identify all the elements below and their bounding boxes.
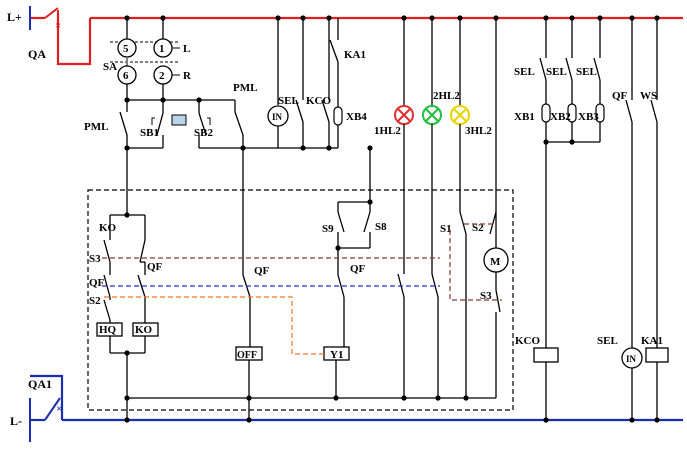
qa1-label: QA1 bbox=[28, 377, 52, 391]
lamp-contacts bbox=[397, 211, 509, 398]
junction-dots bbox=[124, 15, 660, 423]
qf-ko-label: QF bbox=[147, 261, 163, 273]
ka1-coil-label: KA1 bbox=[641, 335, 663, 347]
qa-label: QA bbox=[28, 47, 46, 61]
s2-left-label: S2 bbox=[89, 295, 101, 307]
breaker-enclosure bbox=[87, 189, 514, 411]
mechanical-links bbox=[102, 223, 502, 355]
s3-right-label: S3 bbox=[480, 290, 492, 302]
off-branch bbox=[235, 165, 263, 398]
hq-coil-label: HQ bbox=[99, 324, 117, 336]
s1-label: S1 bbox=[440, 223, 452, 235]
l-minus-label: L- bbox=[10, 414, 22, 428]
xb3-label: XB3 bbox=[578, 111, 599, 123]
positive-bus: × bbox=[29, 6, 683, 66]
xb4-label: XB4 bbox=[346, 111, 367, 123]
sa-contact-6: 6 bbox=[123, 70, 129, 82]
top-mid-branches bbox=[267, 18, 343, 149]
negative-bus: × bbox=[29, 374, 683, 442]
s2-right-label: S2 bbox=[472, 222, 484, 234]
svg-text:×: × bbox=[55, 20, 61, 32]
svg-text:×: × bbox=[56, 403, 62, 415]
qf-left-label: QF bbox=[89, 277, 105, 289]
sa-contact-2: 2 bbox=[159, 70, 165, 82]
sa-contact-1: 1 bbox=[159, 43, 165, 55]
ko-label: KO bbox=[99, 222, 117, 234]
sb2-label: SB2 bbox=[194, 127, 213, 139]
l-plus-label: L+ bbox=[7, 10, 22, 24]
s3-left-label: S3 bbox=[89, 253, 101, 265]
lamp1-label: 1HL2 bbox=[374, 125, 401, 137]
sa-label: SA bbox=[103, 61, 117, 73]
sa-pos-r: R bbox=[183, 70, 192, 82]
sa-switch bbox=[110, 18, 180, 100]
sb1-label: SB1 bbox=[140, 127, 159, 139]
sa-pos-l: L bbox=[183, 43, 190, 55]
lamps bbox=[394, 18, 497, 274]
ko-coil-label: KO bbox=[135, 324, 153, 336]
xb1-label: XB1 bbox=[514, 111, 535, 123]
xb2-label: XB2 bbox=[550, 111, 571, 123]
s8-label: S8 bbox=[375, 221, 387, 233]
qf-mid-label: QF bbox=[254, 265, 270, 277]
y1-coil-label: Y1 bbox=[330, 349, 343, 361]
lamp3-label: 3HL2 bbox=[465, 125, 492, 137]
pml-right-label: PML bbox=[233, 82, 257, 94]
ws-label: WS bbox=[640, 90, 657, 102]
lamp-green-icon bbox=[422, 105, 442, 125]
s9-label: S9 bbox=[322, 223, 334, 235]
sel-label: SEL bbox=[278, 95, 299, 107]
kco-label: KCO bbox=[306, 95, 332, 107]
motor-label: M bbox=[490, 256, 501, 268]
in-right-label: IN bbox=[626, 354, 637, 364]
sel-meter-label: SEL bbox=[597, 335, 618, 347]
sa-contact-5: 5 bbox=[123, 43, 129, 55]
in-meter-label: IN bbox=[272, 112, 283, 122]
right-section bbox=[533, 18, 669, 420]
off-coil-label: OFF bbox=[237, 350, 257, 361]
sel-r2-label: SEL bbox=[546, 66, 567, 78]
lamp-red-icon bbox=[394, 105, 414, 125]
sel-r1-label: SEL bbox=[514, 66, 535, 78]
ko-hq-column bbox=[96, 148, 159, 420]
qf-y1-label: QF bbox=[350, 263, 366, 275]
sel-r3-label: SEL bbox=[576, 66, 597, 78]
ka1-label: KA1 bbox=[344, 49, 366, 61]
pml-left-label: PML bbox=[84, 121, 108, 133]
lamp-yellow-icon bbox=[450, 105, 470, 125]
kco-coil-label: KCO bbox=[515, 335, 541, 347]
lamp2-label: 2HL2 bbox=[433, 90, 460, 102]
qf-right-label: QF bbox=[612, 90, 628, 102]
